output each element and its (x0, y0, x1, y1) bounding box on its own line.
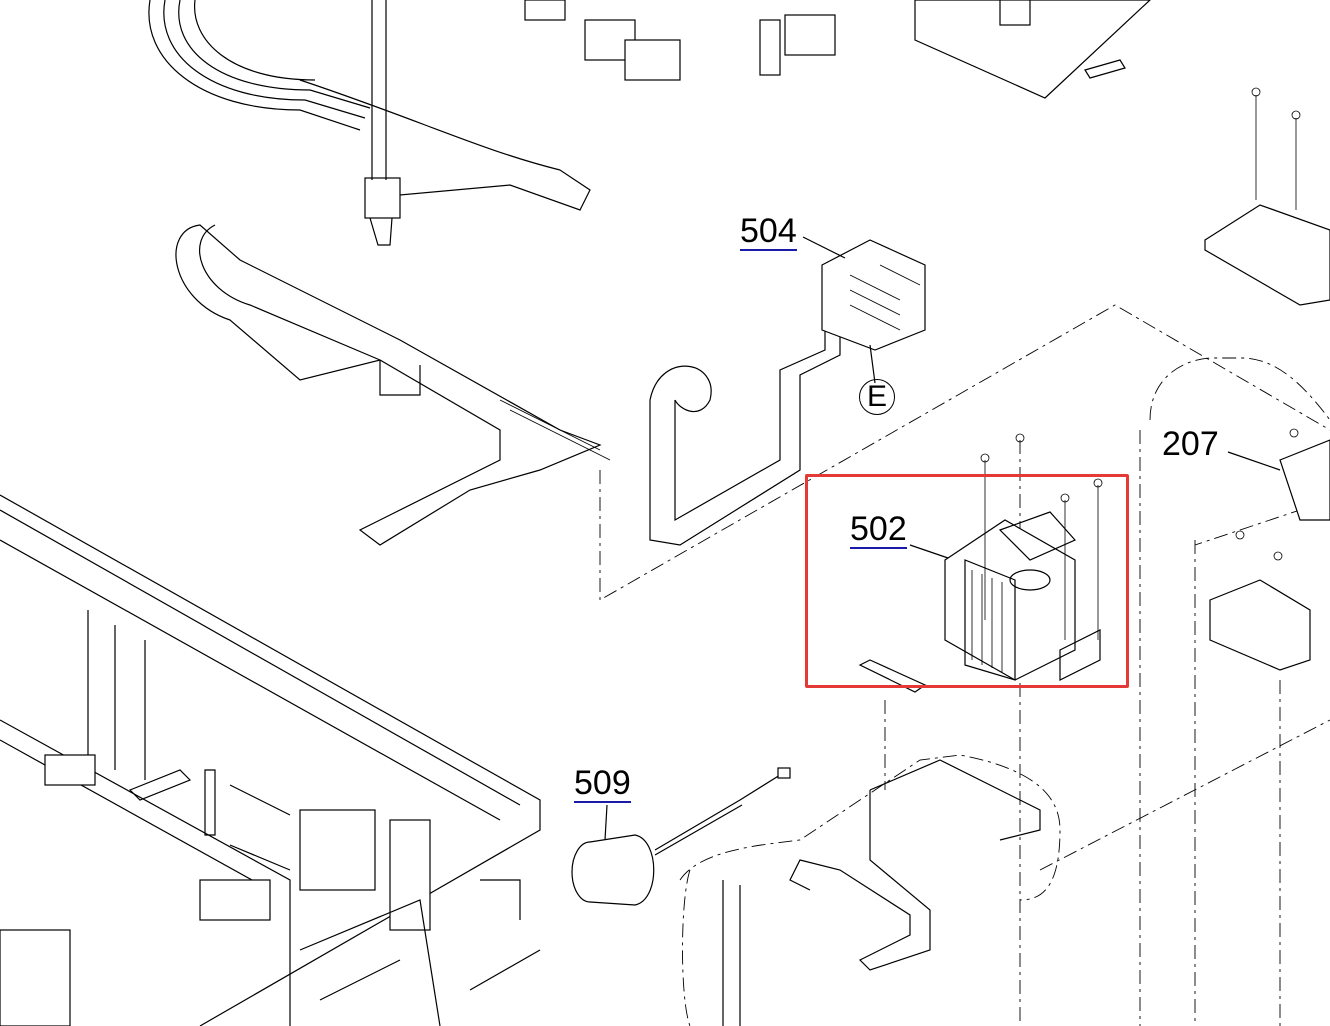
assembly-group-outline (1149, 357, 1330, 421)
connector-marker-label: E (866, 380, 887, 413)
assembly-line (599, 304, 1330, 601)
callout-504[interactable]: 504 (740, 212, 797, 251)
flat-cable-504 (175, 224, 926, 546)
part-502-assembly (858, 433, 1103, 693)
highlight-box-502 (805, 474, 1129, 688)
callout-207: 207 (1162, 425, 1219, 463)
printer-frame (0, 494, 541, 1026)
callout-502[interactable]: 502 (850, 510, 907, 549)
flat-cable-lower (722, 759, 1041, 1026)
connector-marker-e: E (859, 379, 895, 415)
connectors-top (524, 0, 1151, 99)
part-509-motor (571, 767, 791, 906)
part-207 (1204, 87, 1330, 671)
ribbon-cable-top (148, 0, 591, 246)
callout-509[interactable]: 509 (574, 764, 631, 803)
